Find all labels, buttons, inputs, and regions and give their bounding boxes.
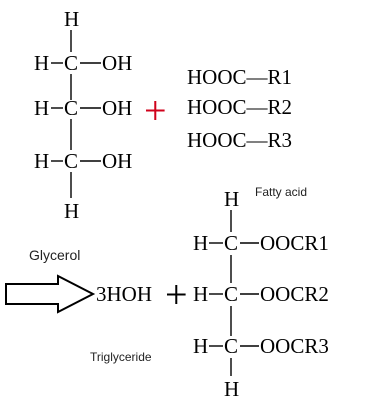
glycerol-top-h: H [64, 7, 79, 31]
triglyceride-row1-c: C [224, 231, 238, 255]
triglyceride-row3-group: OOCR3 [260, 334, 329, 358]
glycerol-row1-c: C [64, 51, 78, 75]
fatty-acid-list: HOOC—R1 HOOC—R2 HOOC—R3 [187, 65, 292, 152]
triglyceride-label: Triglyceride [90, 350, 152, 364]
plus-sign-red: + [144, 88, 167, 133]
glycerol-row1-oh: OH [102, 51, 132, 75]
glycerol-label: Glycerol [29, 247, 80, 263]
glycerol-row3-h: H [34, 149, 49, 173]
triglyceride-top-h: H [224, 187, 239, 211]
glycerol-row2-oh: OH [102, 96, 132, 120]
fatty-acid-r2: HOOC—R2 [187, 95, 292, 119]
glycerol-row3-c: C [64, 149, 78, 173]
glycerol-bottom-h: H [64, 199, 79, 223]
triglyceride-structure: H H C OOCR1 H C OOCR2 H C OOCR3 H [193, 187, 329, 401]
reaction-arrow-icon [5, 274, 96, 314]
fatty-acid-r1: HOOC—R1 [187, 65, 292, 89]
plus-sign-black: + [165, 272, 188, 317]
triglyceride-row2-group: OOCR2 [260, 282, 329, 306]
glycerol-row1-h: H [34, 51, 49, 75]
triglyceride-row2-h: H [193, 282, 208, 306]
glycerol-row2-c: C [64, 96, 78, 120]
triglyceride-row3-h: H [193, 334, 208, 358]
glycerol-row2-h: H [34, 96, 49, 120]
triglyceride-row3-c: C [224, 334, 238, 358]
triglyceride-bottom-h: H [224, 377, 239, 401]
fatty-acid-label: Fatty acid [255, 185, 307, 199]
glycerol-structure: H H C OH H C OH H C OH H [34, 7, 132, 223]
triglyceride-row2-c: C [224, 282, 238, 306]
glycerol-row3-oh: OH [102, 149, 132, 173]
water-formula: 3HOH [96, 282, 152, 306]
triglyceride-row1-group: OOCR1 [260, 231, 329, 255]
fatty-acid-r3: HOOC—R3 [187, 128, 292, 152]
triglyceride-row1-h: H [193, 231, 208, 255]
